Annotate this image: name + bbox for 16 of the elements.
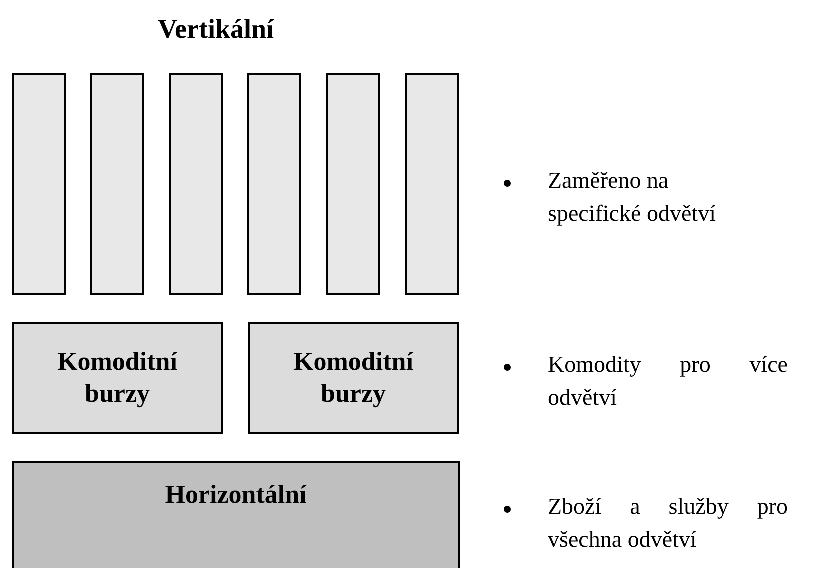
vertical-bar [247,73,301,295]
vertical-bar [326,73,380,295]
bullet-text: Zaměřeno na specifické odvětví [548,167,717,228]
box-label: Komoditní burzy [56,346,179,410]
vertical-bar [90,73,144,295]
vertical-bar [405,73,459,295]
category-box [12,322,223,434]
vertical-bar [12,73,66,295]
bullet-text: Komodity pro více odvětví [548,351,788,412]
box-label: Komoditní burzy [292,346,415,410]
category-box [12,461,460,568]
category-box [248,322,459,434]
bullet-text: Zboží a služby pro všechna odvětví [548,493,788,554]
vertical-bar [169,73,223,295]
diagram-title: Vertikální [158,14,274,45]
box-label: Horizontální [165,479,307,511]
